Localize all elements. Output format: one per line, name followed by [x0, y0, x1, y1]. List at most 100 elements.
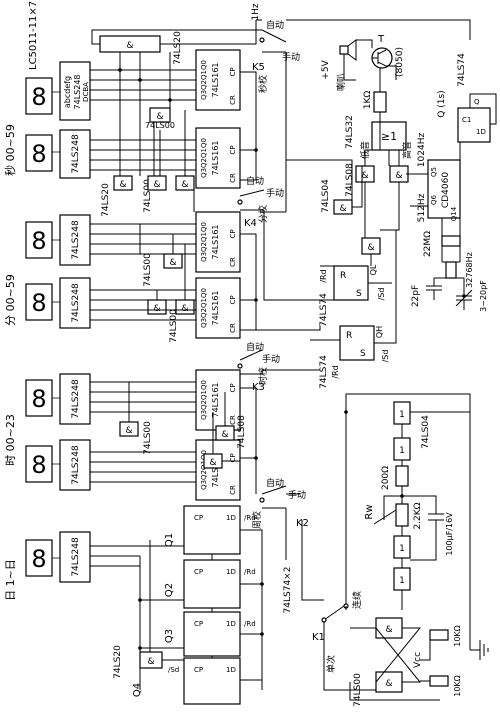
freq-1hz: 1Hz — [251, 3, 261, 20]
svg-text:74LS248: 74LS248 — [71, 445, 81, 485]
and-gate-alarm-c: & — [389, 165, 409, 183]
svg-text:≥1: ≥1 — [381, 130, 397, 143]
chip-label-ls32: 74LS32 — [345, 115, 355, 149]
svg-text:Q3Q2Q1Q0: Q3Q2Q1Q0 — [200, 138, 208, 178]
display-decoder-links — [52, 91, 60, 559]
label-r1k: 1KΩ — [363, 91, 373, 110]
ff-label-q2: Q2 — [164, 583, 175, 597]
svg-text:CR: CR — [229, 323, 237, 333]
svg-text:R: R — [346, 331, 352, 341]
label-ls00-k1: 74LS00 — [353, 673, 363, 707]
counter-hour-tens: Q3Q2Q1Q0 74LS161 CP CR — [195, 369, 241, 431]
svg-text:K3: K3 — [252, 382, 265, 393]
ff-label-q1: Q1 — [164, 533, 175, 547]
and-gate-min-b: & — [147, 299, 167, 315]
svg-text:&: & — [153, 180, 160, 190]
svg-text:手动: 手动 — [266, 187, 284, 199]
switch-k2[interactable]: 自动 手动 K2 周校 — [251, 477, 309, 529]
display-hour-units: 8 — [25, 445, 53, 483]
svg-text:S: S — [356, 289, 362, 299]
svg-text:1: 1 — [399, 544, 405, 554]
latch-ql: R S QL /Sd — [333, 264, 386, 301]
junction-dots — [118, 68, 466, 650]
latch-qh-rd: /Rd — [331, 365, 340, 378]
svg-text:1: 1 — [399, 576, 405, 586]
counter-second-units: Q3Q2Q1Q0 74LS161 CP CR — [195, 127, 241, 189]
svg-text:Q6: Q6 — [430, 194, 438, 205]
svg-text:自动: 自动 — [266, 19, 284, 31]
svg-text:S: S — [360, 349, 366, 359]
switch-k3[interactable]: 自动 手动 K3 时校 — [237, 341, 280, 393]
svg-text:/Rd: /Rd — [244, 620, 256, 628]
ff-label-q3: Q3 — [164, 629, 175, 643]
svg-text:/Sd: /Sd — [168, 666, 179, 674]
switch-k1[interactable]: K1 连续 单次 — [312, 591, 363, 673]
crystal — [442, 261, 460, 279]
counter-minute-units: Q3Q2Q1Q0 74LS161 CP CR — [195, 277, 241, 339]
nand-latch-a: & — [375, 617, 403, 639]
label-q-1s: Q (1s) — [437, 90, 447, 117]
svg-text:1D: 1D — [476, 128, 486, 136]
and-gate-top: & — [99, 35, 161, 53]
osc-wiring — [434, 218, 465, 296]
svg-text:/Sd: /Sd — [377, 288, 386, 301]
svg-text:74LS248: 74LS248 — [73, 75, 82, 110]
svg-text:74LS161: 74LS161 — [211, 141, 220, 176]
and-gate-alarm-a: & — [361, 237, 381, 255]
label-hour-row: 时 00~23 — [4, 414, 17, 466]
svg-text:&: & — [125, 426, 132, 436]
svg-text:Q3Q2Q1Q0: Q3Q2Q1Q0 — [200, 288, 208, 328]
switch-k5[interactable]: 自动 手动 K5 秒校 — [252, 19, 300, 93]
svg-text:K4: K4 — [244, 218, 257, 229]
display-minute-units: 8 — [25, 283, 53, 321]
svg-text:&: & — [385, 679, 392, 689]
label-512hz: 512Hz — [417, 193, 427, 222]
display-minute-tens: 8 — [25, 221, 53, 259]
svg-text:74LS248: 74LS248 — [71, 379, 81, 419]
label-1024hz: 1024Hz — [417, 133, 427, 168]
svg-text:&: & — [147, 657, 154, 667]
svg-text:/Sd: /Sd — [381, 350, 390, 363]
flipflop-q1: CP 1D /Rd — [183, 505, 256, 555]
svg-text:&: & — [221, 430, 228, 440]
svg-text:Q3Q2Q1Q0: Q3Q2Q1Q0 — [200, 450, 208, 490]
label-xtal: 32768Hz — [465, 252, 474, 288]
svg-text:QH: QH — [375, 326, 384, 338]
and-gate-min-a: & — [163, 253, 183, 269]
chip-label-ls20-top: 74LS20 — [173, 31, 183, 65]
switch-k4[interactable]: 自动 手动 K4 分校 — [237, 175, 284, 229]
and-gate-hour-b: & — [215, 425, 235, 441]
svg-text:&: & — [209, 458, 216, 468]
k1-wiring — [301, 520, 440, 701]
svg-text:CP: CP — [194, 568, 203, 576]
label-r10k-a: 10KΩ — [453, 625, 462, 647]
svg-text:手动: 手动 — [288, 489, 306, 501]
svg-text:8: 8 — [31, 289, 46, 317]
display-second-tens: 8 — [25, 77, 53, 115]
svg-text:Q14: Q14 — [450, 206, 458, 221]
svg-text:自动: 自动 — [246, 175, 264, 187]
svg-text:abcdefg: abcdefg — [63, 76, 72, 108]
svg-text:8: 8 — [31, 227, 46, 255]
svg-text:手动: 手动 — [262, 353, 280, 365]
counter-second-tens: Q3Q2Q1Q0 74LS161 CP CR — [195, 49, 241, 111]
svg-text:C1: C1 — [462, 116, 471, 124]
svg-text:CP: CP — [194, 620, 203, 628]
and-gate-hour-c: & — [203, 453, 223, 469]
display-hour-tens: 8 — [25, 379, 53, 417]
svg-text:自动: 自动 — [246, 341, 264, 353]
label-r200: 200Ω — [381, 466, 391, 490]
decoder-day: 74LS248 — [59, 531, 91, 583]
label-transistor-type: (8050) — [395, 47, 405, 77]
svg-text:分校: 分校 — [257, 205, 269, 223]
label-r10k-b: 10KΩ — [453, 675, 462, 697]
svg-text:1D: 1D — [226, 620, 236, 628]
flipflop-q3: CP 1D /Rd — [183, 611, 256, 657]
transistor-8050 — [371, 47, 393, 69]
cd4060: CD4060 Q5 Q6 Q14 — [427, 159, 461, 221]
svg-text:&: & — [367, 243, 374, 253]
svg-text:周校: 周校 — [251, 511, 263, 529]
svg-text:Q3Q2Q1Q0: Q3Q2Q1Q0 — [200, 60, 208, 100]
svg-text:QL: QL — [369, 264, 378, 275]
